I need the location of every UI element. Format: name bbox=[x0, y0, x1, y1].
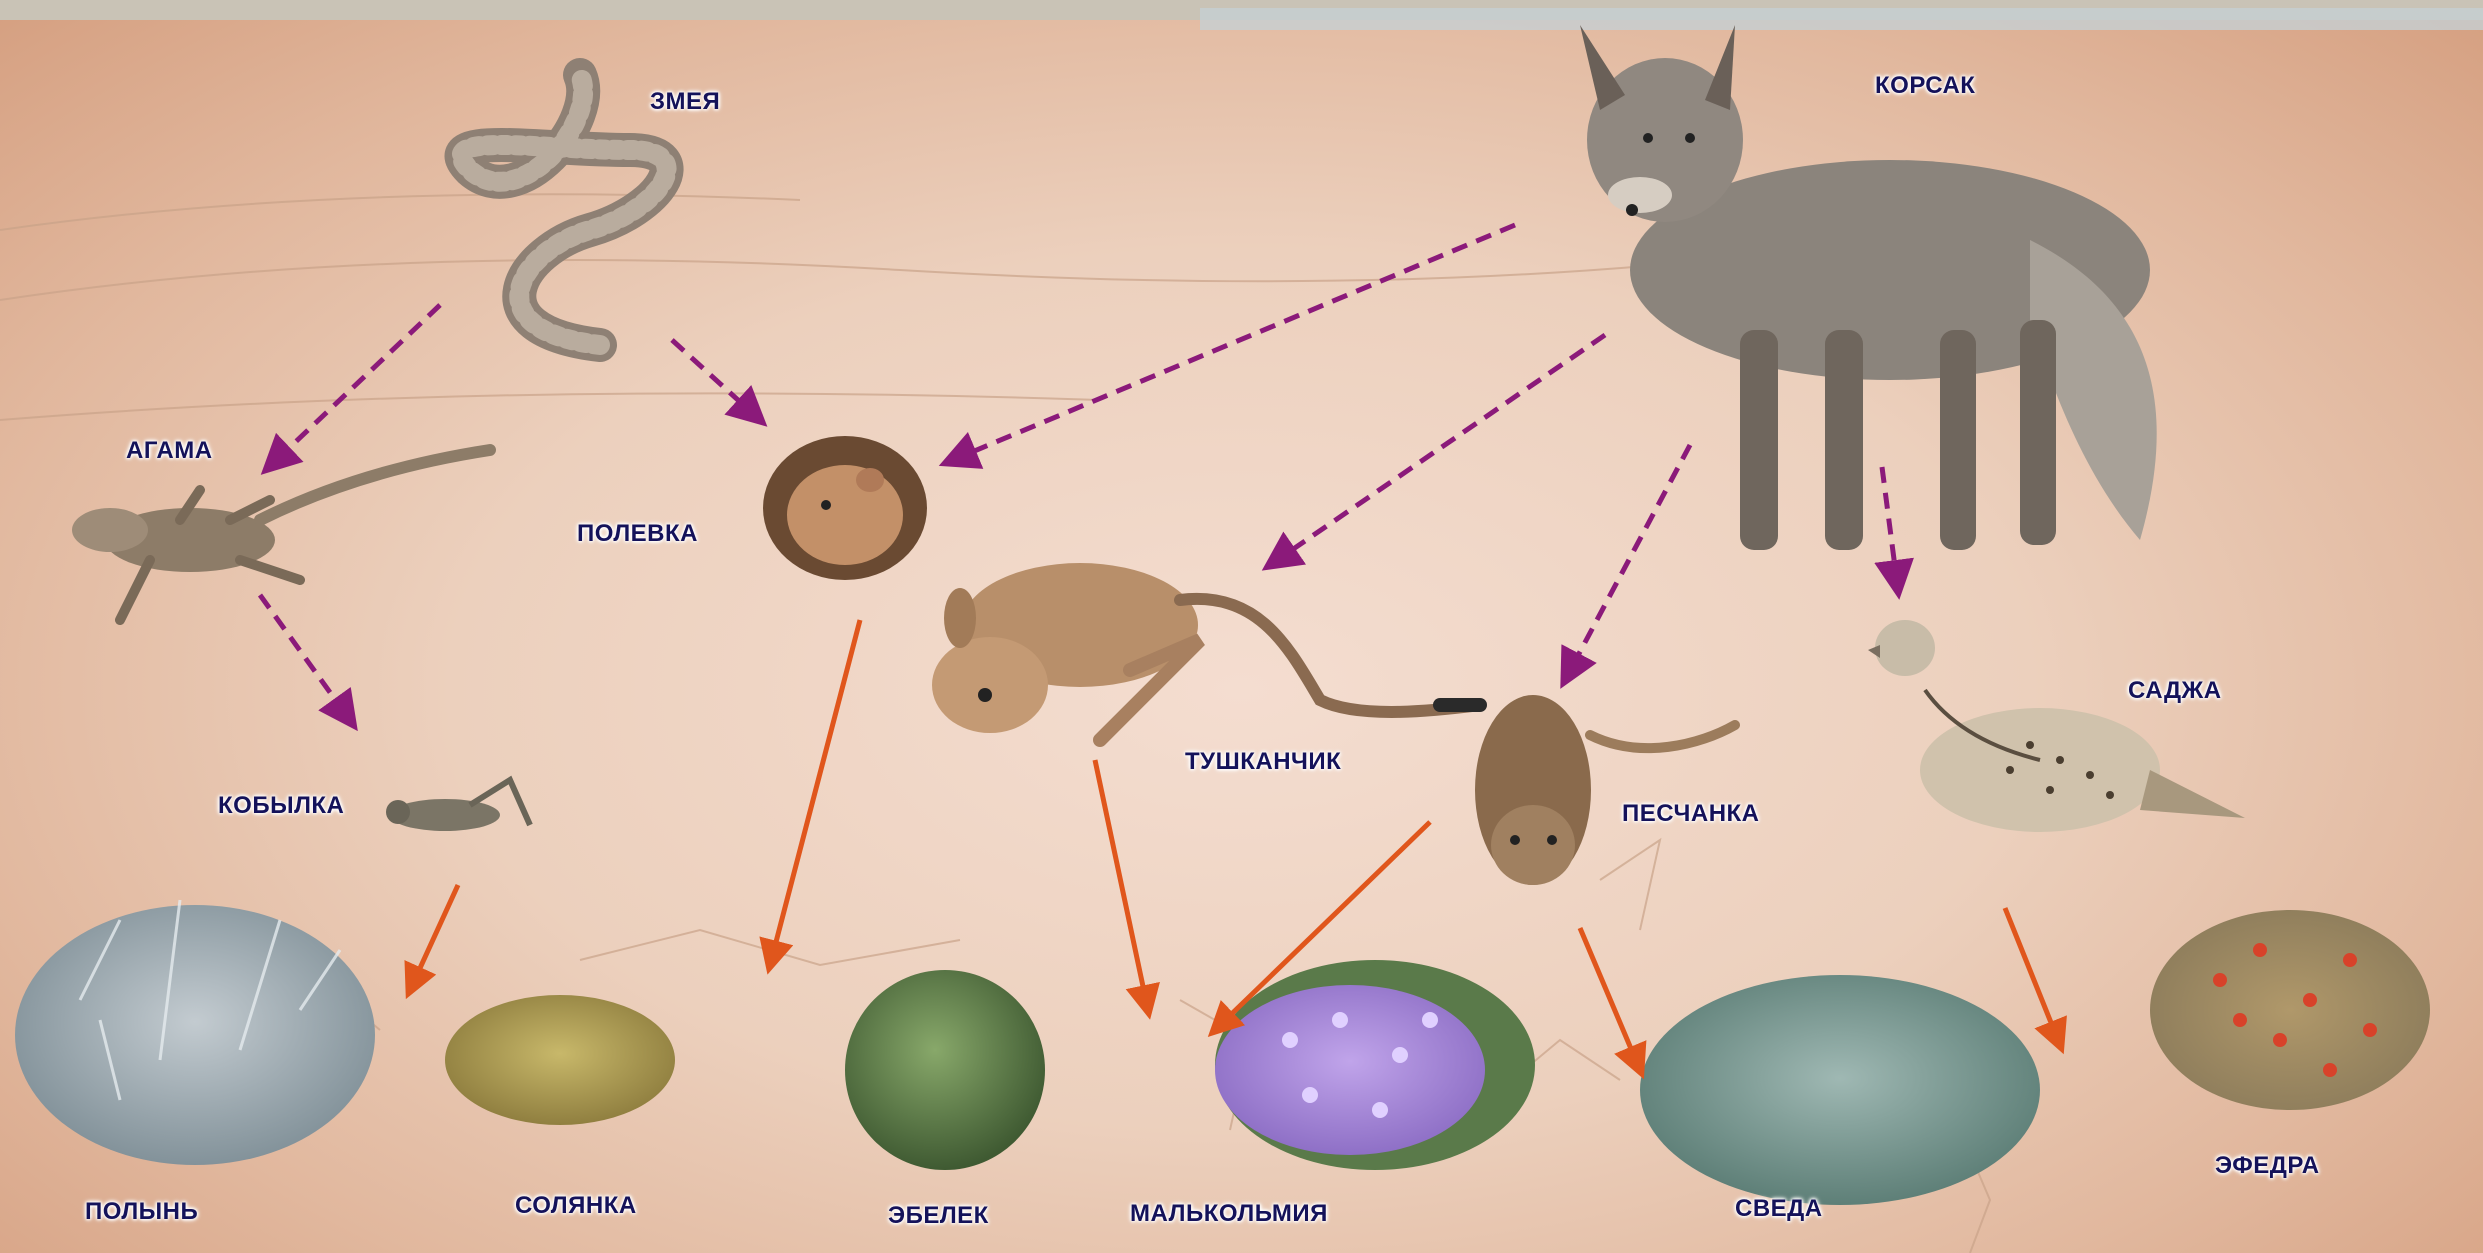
arrow-vole-to-saltwort bbox=[770, 620, 860, 965]
label-gerbil: ПЕСЧАНКА bbox=[1622, 800, 1760, 828]
label-ephedra: ЭФЕДРА bbox=[2215, 1152, 2320, 1180]
snake-image bbox=[462, 75, 667, 345]
seepweed-plant-image bbox=[1640, 975, 2040, 1205]
gerbil-image bbox=[1475, 695, 1735, 885]
arrow-agama-to-grasshopper bbox=[260, 595, 352, 723]
label-agama: АГАМА bbox=[126, 437, 213, 465]
distant-water bbox=[1200, 8, 2483, 30]
wormwood-plant-image bbox=[15, 900, 375, 1165]
label-malcolmia: МАЛЬКОЛЬМИЯ bbox=[1130, 1200, 1328, 1228]
label-wormwood: ПОЛЫНЬ bbox=[85, 1198, 198, 1226]
arrow-sandgrouse-to-ephedra bbox=[2005, 908, 2060, 1045]
grasshopper-image bbox=[386, 780, 530, 831]
arrow-snake-to-agama bbox=[268, 305, 440, 468]
saltwort-plant-image bbox=[445, 995, 675, 1125]
arrow-korsak-to-jerboa bbox=[1270, 335, 1605, 565]
arrow-gerbil-to-seepweed bbox=[1580, 928, 1640, 1070]
label-grasshopper: КОБЫЛКА bbox=[218, 792, 344, 820]
label-sandgrouse: САДЖА bbox=[2128, 677, 2222, 705]
label-jerboa: ТУШКАНЧИК bbox=[1185, 748, 1341, 776]
ephedra-plant-image bbox=[2150, 910, 2430, 1110]
arrow-korsak-to-vole bbox=[948, 225, 1515, 462]
sandgrouse-image bbox=[1868, 620, 2245, 832]
jerboa-image bbox=[932, 563, 1480, 740]
vole-image bbox=[763, 436, 927, 580]
label-snake: ЗМЕЯ bbox=[650, 88, 720, 116]
label-ebelek: ЭБЕЛЕК bbox=[888, 1202, 989, 1230]
arrow-jerboa-to-malcolmia bbox=[1095, 760, 1148, 1010]
label-seepweed: СВЕДА bbox=[1735, 1195, 1823, 1223]
arrow-snake-to-vole bbox=[672, 340, 760, 420]
ebelek-plant-image bbox=[845, 970, 1045, 1170]
malcolmia-plant-image bbox=[1215, 960, 1535, 1170]
agama-image bbox=[72, 450, 490, 620]
arrow-korsak-to-gerbil bbox=[1565, 445, 1690, 680]
label-saltwort: СОЛЯНКА bbox=[515, 1192, 637, 1220]
arrow-korsak-to-sandgrouse bbox=[1882, 467, 1898, 590]
arrow-grasshopper-to-wormwood bbox=[410, 885, 458, 990]
label-korsak: КОРСАК bbox=[1875, 72, 1975, 100]
label-vole: ПОЛЕВКА bbox=[577, 520, 698, 548]
korsak-fox-image bbox=[1580, 25, 2157, 550]
